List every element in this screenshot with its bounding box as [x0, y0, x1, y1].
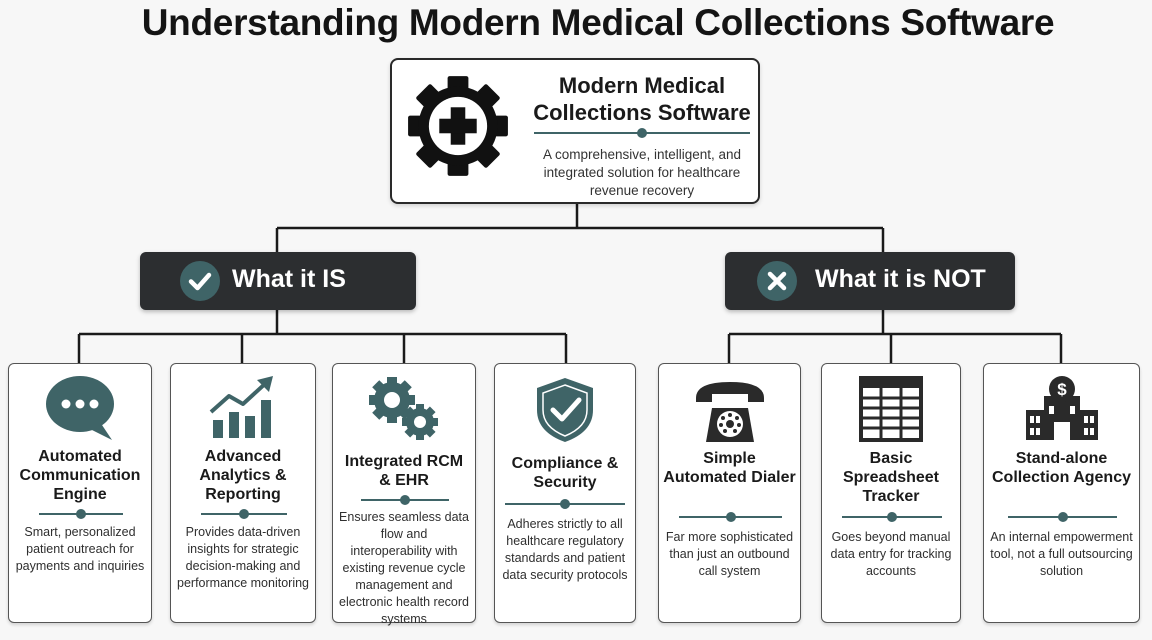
- card-divider: [505, 499, 625, 509]
- card-divider: [39, 509, 123, 519]
- spreadsheet-icon: [859, 376, 923, 442]
- card-title: Basic Spreadsheet Tracker: [842, 450, 940, 505]
- card-description: Smart, personalized patient outreach for…: [15, 525, 145, 573]
- card-divider: [679, 512, 782, 522]
- card-title: Compliance & Security: [511, 455, 619, 491]
- category-what-it-is: What it IS: [140, 252, 416, 310]
- card-description: Far more sophisticated than just an outb…: [665, 530, 794, 578]
- bar-chart-trend-icon: [209, 376, 273, 438]
- card-description: An internal empowerment tool, not a full…: [990, 530, 1133, 578]
- card-description: Provides data-driven insights for strate…: [177, 525, 310, 590]
- card-title: Stand-alone Collection Agency: [992, 450, 1131, 486]
- svg-text:$: $: [1057, 380, 1067, 399]
- gears-icon: [369, 377, 438, 440]
- card-integrated-rcm-ehr: Integrated RCM & EHR Ensures seamless da…: [332, 363, 476, 626]
- x-circle-icon: [757, 261, 797, 301]
- card-description: Adheres strictly to all healthcare regul…: [502, 517, 628, 582]
- card-simple-automated-dialer: Simple Automated Dialer Far more sophist…: [658, 363, 801, 623]
- card-divider: [361, 495, 449, 505]
- root-description: A comprehensive, intelligent, and integr…: [542, 147, 742, 198]
- card-title: Advanced Analytics & Reporting: [199, 448, 287, 503]
- card-title: Simple Automated Dialer: [663, 450, 796, 486]
- card-description: Goes beyond manual data entry for tracki…: [830, 530, 952, 578]
- root-title: Modern Medical Collections Software: [533, 73, 751, 125]
- root-node: Modern Medical Collections Software A co…: [390, 58, 760, 204]
- page-title: Understanding Modern Medical Collections…: [141, 2, 1055, 43]
- checkmark-circle-icon: [180, 261, 220, 301]
- shield-check-icon: [537, 378, 593, 442]
- category-what-it-is-not: What it is NOT: [725, 252, 1015, 310]
- card-automated-communication-engine: Automated Communication Engine Smart, pe…: [8, 363, 152, 623]
- root-divider: [534, 128, 750, 138]
- rotary-phone-icon: [695, 382, 764, 442]
- speech-bubble-icon: [46, 376, 114, 440]
- gear-medical-cross-icon: [408, 76, 508, 176]
- bank-building-icon: $: [1025, 376, 1098, 440]
- card-divider: [1008, 512, 1117, 522]
- card-divider: [842, 512, 942, 522]
- card-basic-spreadsheet-tracker: Basic Spreadsheet Tracker Goes beyond ma…: [821, 363, 961, 623]
- card-title: Integrated RCM & EHR: [344, 453, 464, 489]
- category-is-label: What it IS: [232, 265, 346, 293]
- card-compliance-security: Compliance & Security Adheres strictly t…: [494, 363, 636, 623]
- card-stand-alone-collection-agency: $ Stand-alone Collection Agency An inter…: [983, 363, 1140, 623]
- card-description: Ensures seamless data flow and interoper…: [339, 510, 469, 626]
- card-divider: [201, 509, 287, 519]
- card-advanced-analytics-reporting: Advanced Analytics & Reporting Provides …: [170, 363, 316, 623]
- card-title: Automated Communication Engine: [19, 448, 141, 503]
- category-is-not-label: What it is NOT: [815, 265, 986, 293]
